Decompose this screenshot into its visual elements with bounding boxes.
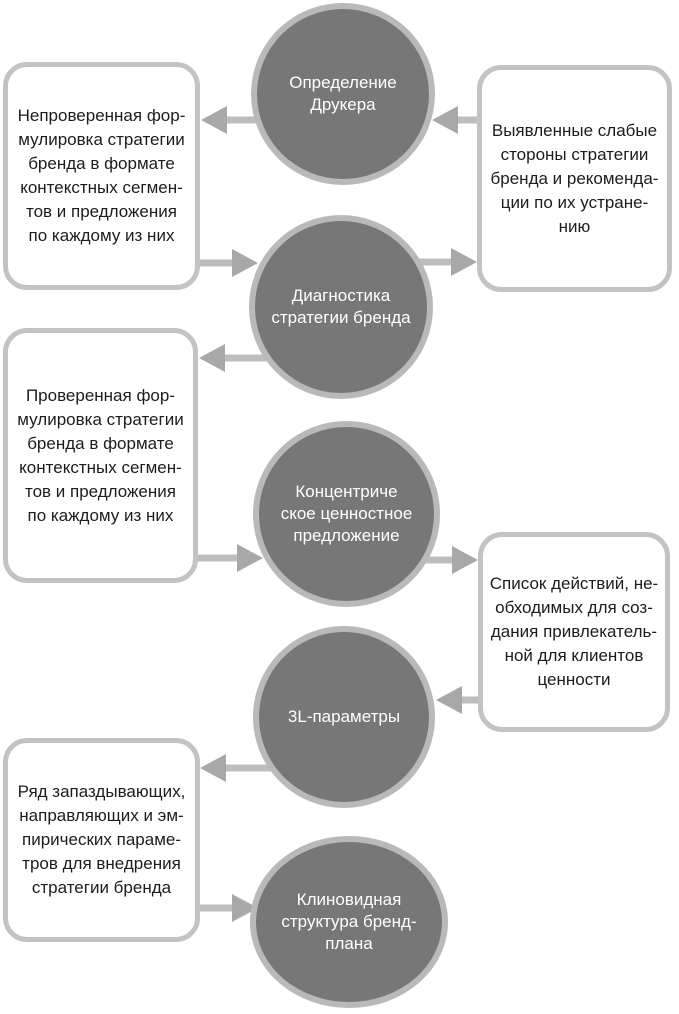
circle-node-wedge-brand-plan-structure: Клиновидная структура бренд- плана <box>250 836 448 1008</box>
arrow-head-drucker-to-unverified <box>201 106 227 134</box>
circle-label: Определение Друкера <box>289 73 397 114</box>
circle-label: 3L-параметры <box>287 707 401 726</box>
circle-node-brand-strategy-diagnostics: Диагностика стратегии бренда <box>249 215 433 399</box>
arrow-head-diagnostics-to-verified <box>199 344 225 372</box>
box-label: Проверенная фор- мулировка стратегии бре… <box>17 385 184 525</box>
arrow-head-3l-to-parameters <box>200 754 226 782</box>
box-node-weaknesses-recommendations: Выявленные слабые стороны стратегии брен… <box>477 65 672 292</box>
arrow-head-unverified-to-diagnostics <box>232 249 258 277</box>
arrow-head-diagnostics-to-weaknesses <box>451 248 477 276</box>
circle-node-3l-parameters: 3L-параметры <box>253 626 435 808</box>
arrow-head-parameters-to-wedge <box>232 894 258 922</box>
circle-label: Диагностика стратегии бренда <box>271 286 411 327</box>
box-node-verified-brand-strategy: Проверенная фор- мулировка стратегии бре… <box>3 328 198 583</box>
box-node-unverified-brand-strategy: Непроверенная фор- мулировка стратегии б… <box>3 62 200 290</box>
box-node-action-list-for-value: Список действий, не- обходимых для соз- … <box>478 532 670 732</box>
circle-node-drucker-definition: Определение Друкера <box>251 3 435 185</box>
circle-label: Клиновидная структура бренд- плана <box>281 890 417 953</box>
box-label: Выявленные слабые стороны стратегии брен… <box>490 120 659 236</box>
box-label: Список действий, не- обходимых для соз- … <box>489 574 659 689</box>
circle-label: Концентриче ское ценностное предложение <box>280 482 413 545</box>
box-node-lagging-leading-parameters: Ряд запаздывающих, направляющих и эм- пи… <box>3 738 200 942</box>
arrow-head-weaknesses-to-drucker <box>432 106 458 134</box>
arrow-head-actions-to-3l <box>436 686 462 714</box>
circle-node-concentric-value-proposition: Концентриче ское ценностное предложение <box>253 421 440 607</box>
box-label: Ряд запаздывающих, направляющих и эм- пи… <box>17 782 186 897</box>
arrow-head-concentric-to-actions <box>452 546 478 574</box>
arrow-head-verified-to-concentric <box>237 544 263 572</box>
box-label: Непроверенная фор- мулировка стратегии б… <box>17 106 186 245</box>
